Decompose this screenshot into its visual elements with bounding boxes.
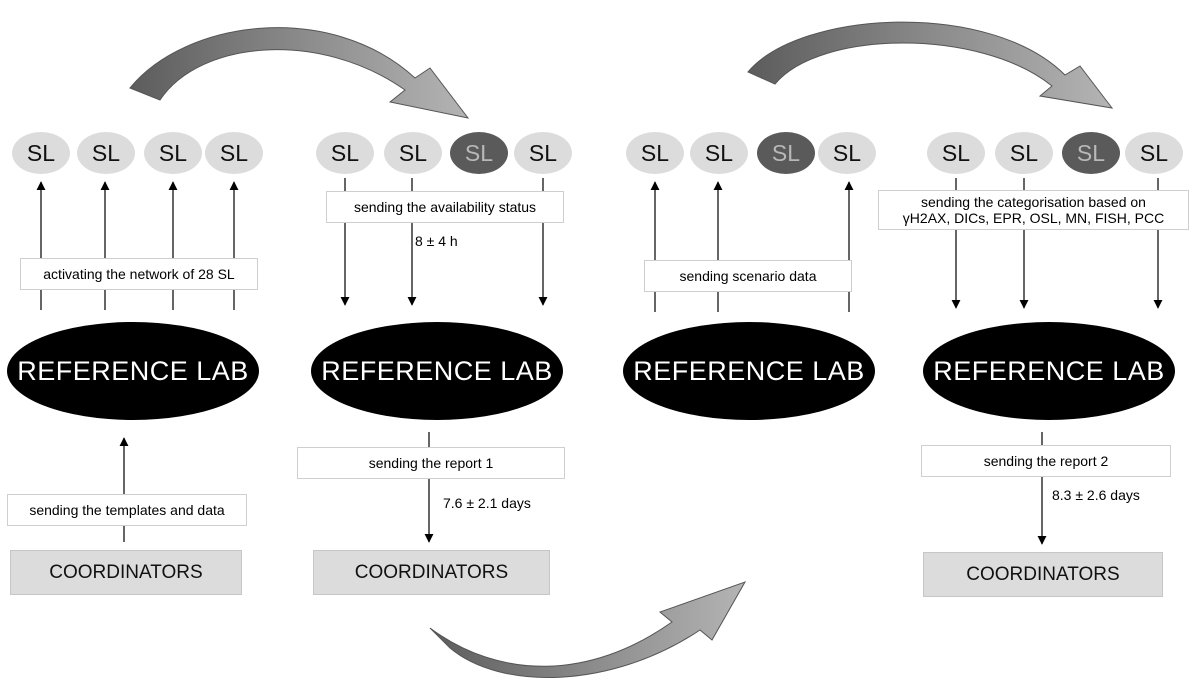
sl-node: SL [77,132,135,174]
coordinators-2: COORDINATORS [313,550,550,595]
sl-node: SL [205,132,263,174]
sl-node: SL [818,132,876,174]
activating-network-label: activating the network of 28 SL [20,258,258,290]
sl-node: SL [690,132,748,174]
sl-node: SL [12,132,70,174]
reference-lab-2: REFERENCE LAB [311,322,563,420]
sending-templates-label: sending the templates and data [7,494,247,526]
transition-arrow-3-to-4 [747,21,1114,109]
sl-node: SL [514,132,572,174]
coordinators-1: COORDINATORS [10,550,242,595]
report-1-time: 7.6 ± 2.1 days [443,495,531,511]
categorisation-line-2: γH2AX, DICs, EPR, OSL, MN, FISH, PCC [902,210,1165,226]
report-2-label: sending the report 2 [921,445,1171,477]
report-1-label: sending the report 1 [297,447,565,479]
sl-node: SL [316,132,374,174]
transition-arrow-2-to-3 [429,581,747,679]
coordinators-4: COORDINATORS [923,552,1163,597]
sl-node: SL [1125,132,1183,174]
sl-node-unavailable: SL [757,132,815,174]
sl-node: SL [384,132,442,174]
categorisation-label: sending the categorisation based on γH2A… [878,190,1189,230]
sl-node-unavailable: SL [1062,132,1120,174]
sl-node: SL [995,132,1053,174]
sl-node: SL [626,132,684,174]
scenario-data-label: sending scenario data [644,260,852,292]
reference-lab-3: REFERENCE LAB [623,322,875,420]
sl-node-unavailable: SL [450,132,508,174]
reference-lab-4: REFERENCE LAB [923,322,1175,420]
reference-lab-1: REFERENCE LAB [7,322,259,420]
categorisation-line-1: sending the categorisation based on [921,194,1146,210]
availability-time: 8 ± 4 h [415,233,458,249]
report-2-time: 8.3 ± 2.6 days [1052,487,1140,503]
sl-node: SL [927,132,985,174]
availability-status-label: sending the availability status [326,191,564,223]
sl-node: SL [144,132,202,174]
transition-arrow-1-to-2 [129,27,470,119]
